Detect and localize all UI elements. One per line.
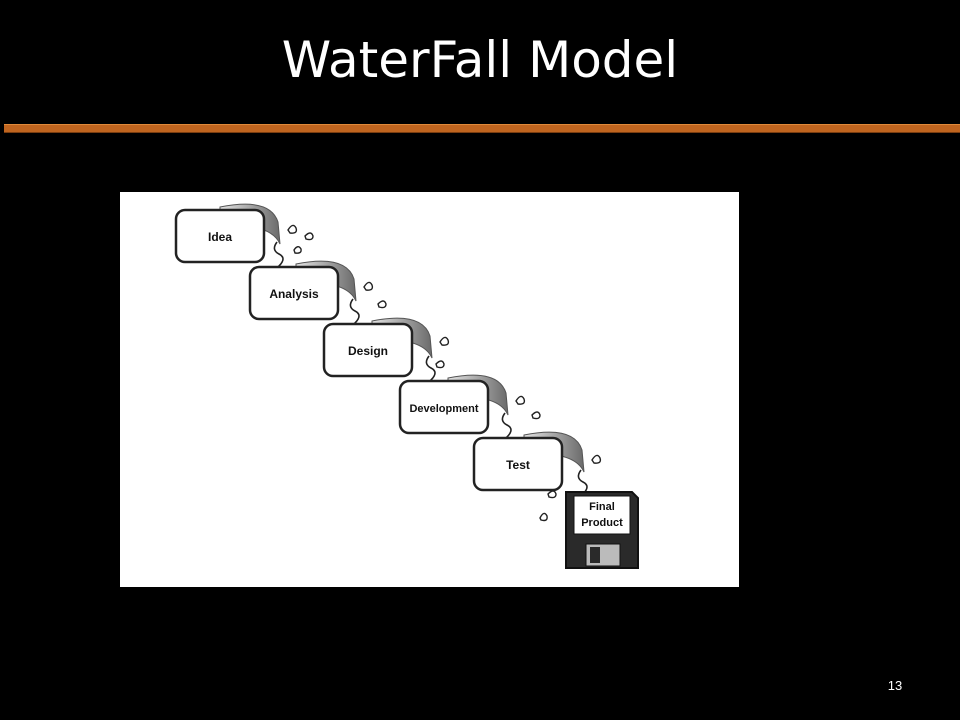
page-number: 13 (887, 678, 903, 693)
final-product-label-line1: Final (589, 501, 615, 513)
stage-label-design: Design (348, 344, 388, 358)
stage-analysis: Analysis (248, 265, 340, 321)
stage-label-development: Development (409, 403, 478, 415)
stage-development: Development (398, 379, 490, 435)
final-product-label-line2: Product (581, 517, 623, 529)
stage-label-analysis: Analysis (269, 287, 319, 301)
waterfall-diagram-svg: Idea Analysis Design Development Test Fi… (174, 203, 639, 569)
waterfall-diagram: Idea Analysis Design Development Test Fi… (120, 192, 739, 587)
floppy-disk-icon: Final Product (565, 491, 639, 569)
slide-title: WaterFall Model (281, 31, 679, 89)
stage-test: Test (472, 436, 564, 492)
stage-idea: Idea (174, 208, 266, 264)
title-divider (4, 124, 960, 133)
stage-label-idea: Idea (208, 230, 232, 244)
stage-design: Design (322, 322, 414, 378)
stage-label-test: Test (506, 458, 530, 472)
